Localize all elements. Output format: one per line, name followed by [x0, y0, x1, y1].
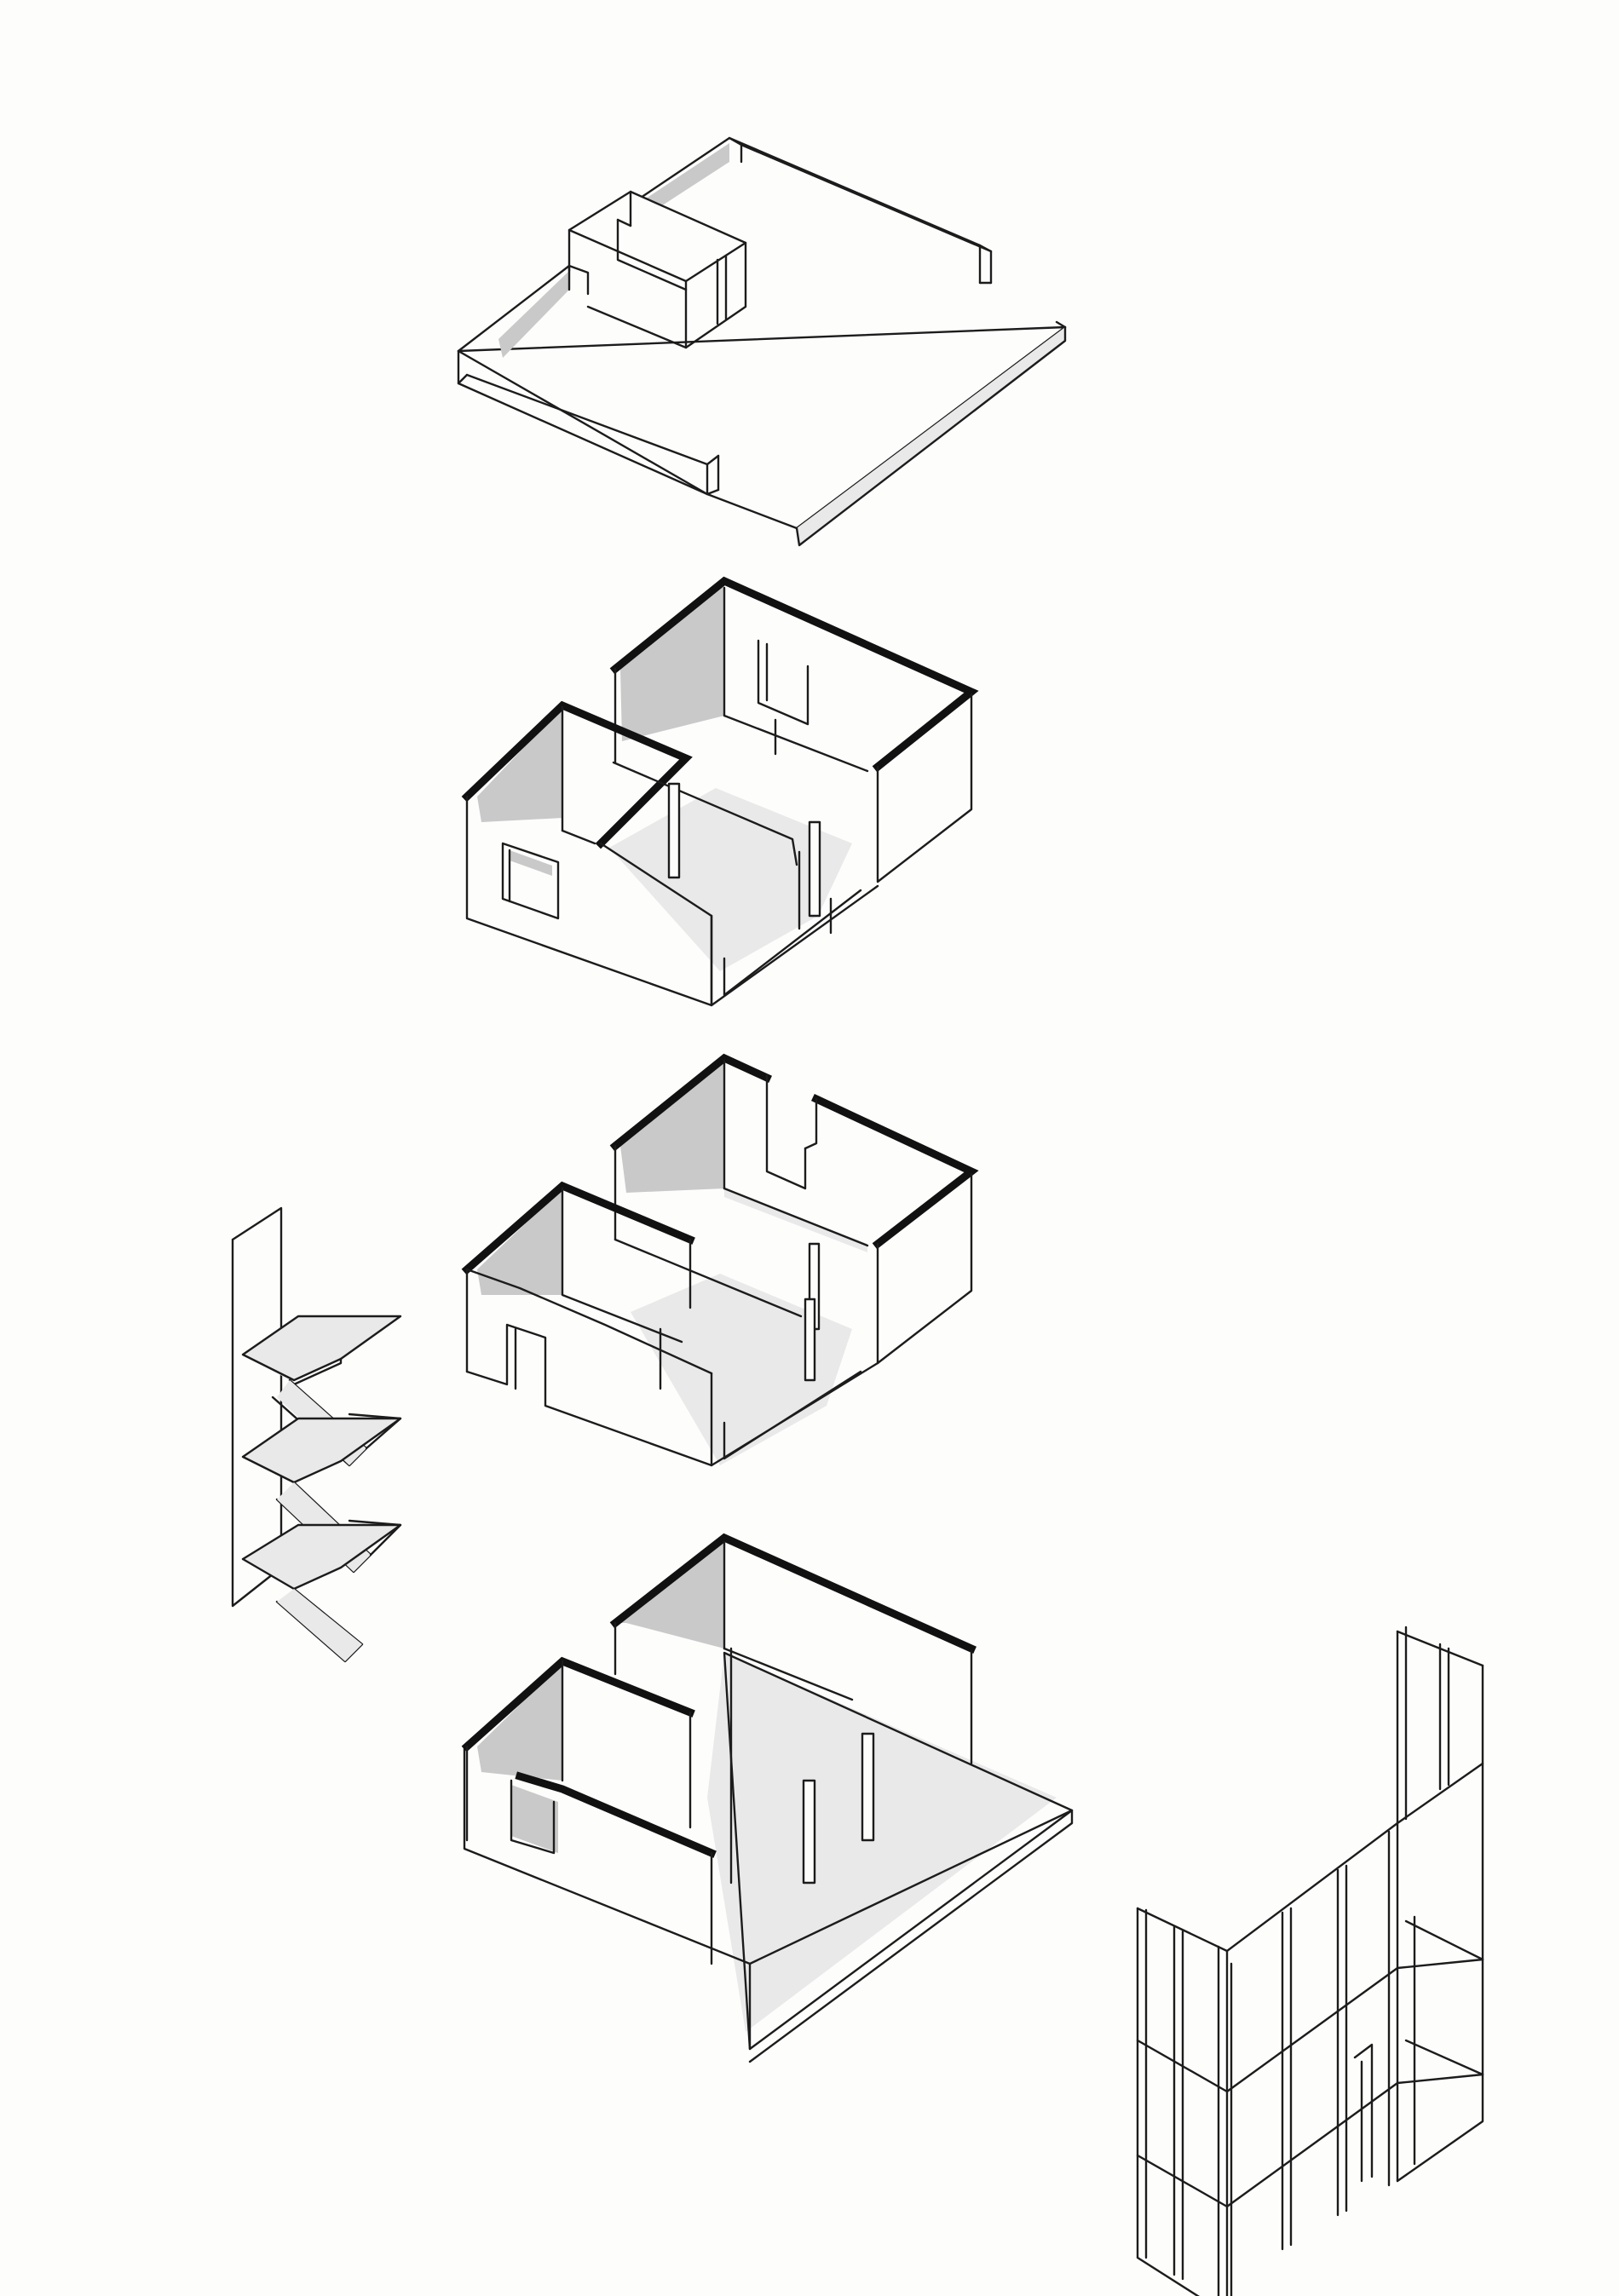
second-floor-walls	[461, 576, 979, 1007]
roof-slab-with-parapet	[457, 136, 1067, 547]
first-floor-walls	[461, 1053, 979, 1467]
staircase	[231, 1206, 402, 1663]
ground-floor-walls-and-slab	[461, 1533, 1074, 2063]
facade-frame	[1136, 1626, 1484, 2296]
stair-flight-lower	[241, 1523, 402, 1663]
